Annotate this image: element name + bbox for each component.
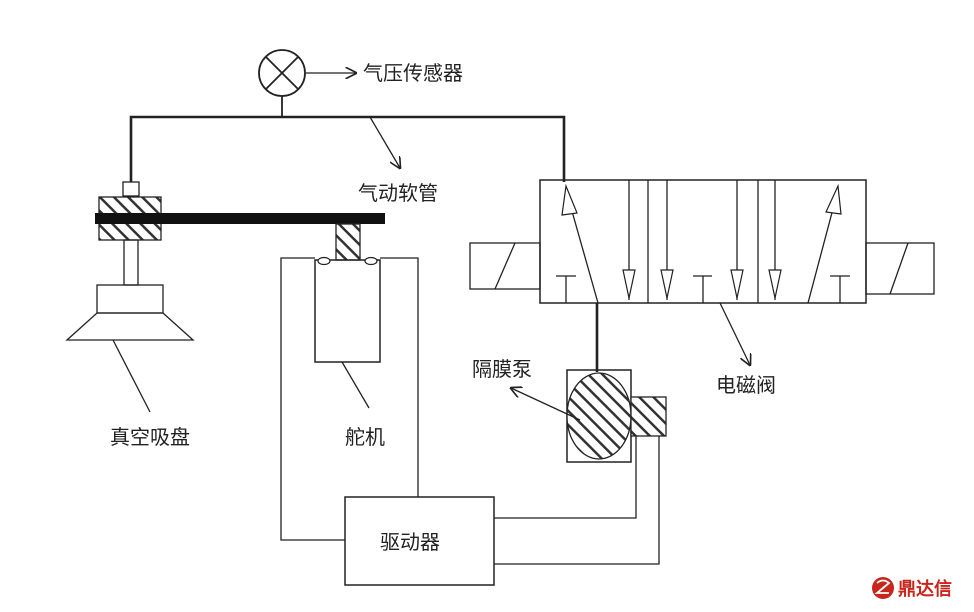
watermark-text: 鼎达信	[898, 578, 952, 600]
vacuum-cup-icon	[65, 312, 195, 341]
arm-bar	[95, 213, 385, 224]
solenoid-coil-right	[865, 242, 935, 295]
servo-label: 舵机	[345, 425, 385, 449]
solenoid-valve	[469, 179, 935, 304]
diaphragm-pump	[566, 369, 667, 463]
servo-driver-wire-right	[380, 257, 419, 497]
pressure-sensor-icon	[258, 49, 306, 117]
driver-box	[344, 496, 495, 586]
solenoid-coil-left	[469, 242, 541, 290]
air-hose-line	[129, 115, 566, 182]
diaphragm-pump-label: 隔膜泵	[472, 357, 532, 381]
servo-assembly	[314, 223, 381, 363]
air-hose-leader	[369, 116, 400, 168]
servo-body	[314, 259, 381, 363]
vacuum-cup-leader	[112, 339, 151, 413]
driver-label: 驱动器	[380, 530, 440, 554]
vacuum-cup-assembly	[65, 181, 195, 341]
pump-diaphragm-icon	[566, 372, 632, 460]
diaphragm-pump-leader	[511, 388, 581, 421]
pump-driver-wire-upper	[494, 436, 637, 519]
servo-leader	[341, 361, 370, 409]
watermark-logo: 鼎达信	[872, 577, 952, 600]
solenoid-valve-leader	[719, 302, 750, 365]
pump-driver-wire-lower	[494, 436, 660, 565]
pressure-sensor-label: 气压传感器	[363, 61, 463, 85]
pump-motor	[630, 396, 667, 437]
vacuum-cup-label: 真空吸盘	[110, 425, 190, 449]
solenoid-valve-label: 电磁阀	[716, 373, 776, 397]
servo-driver-wire-left	[280, 257, 345, 541]
air-hose-label: 气动软管	[358, 181, 438, 205]
